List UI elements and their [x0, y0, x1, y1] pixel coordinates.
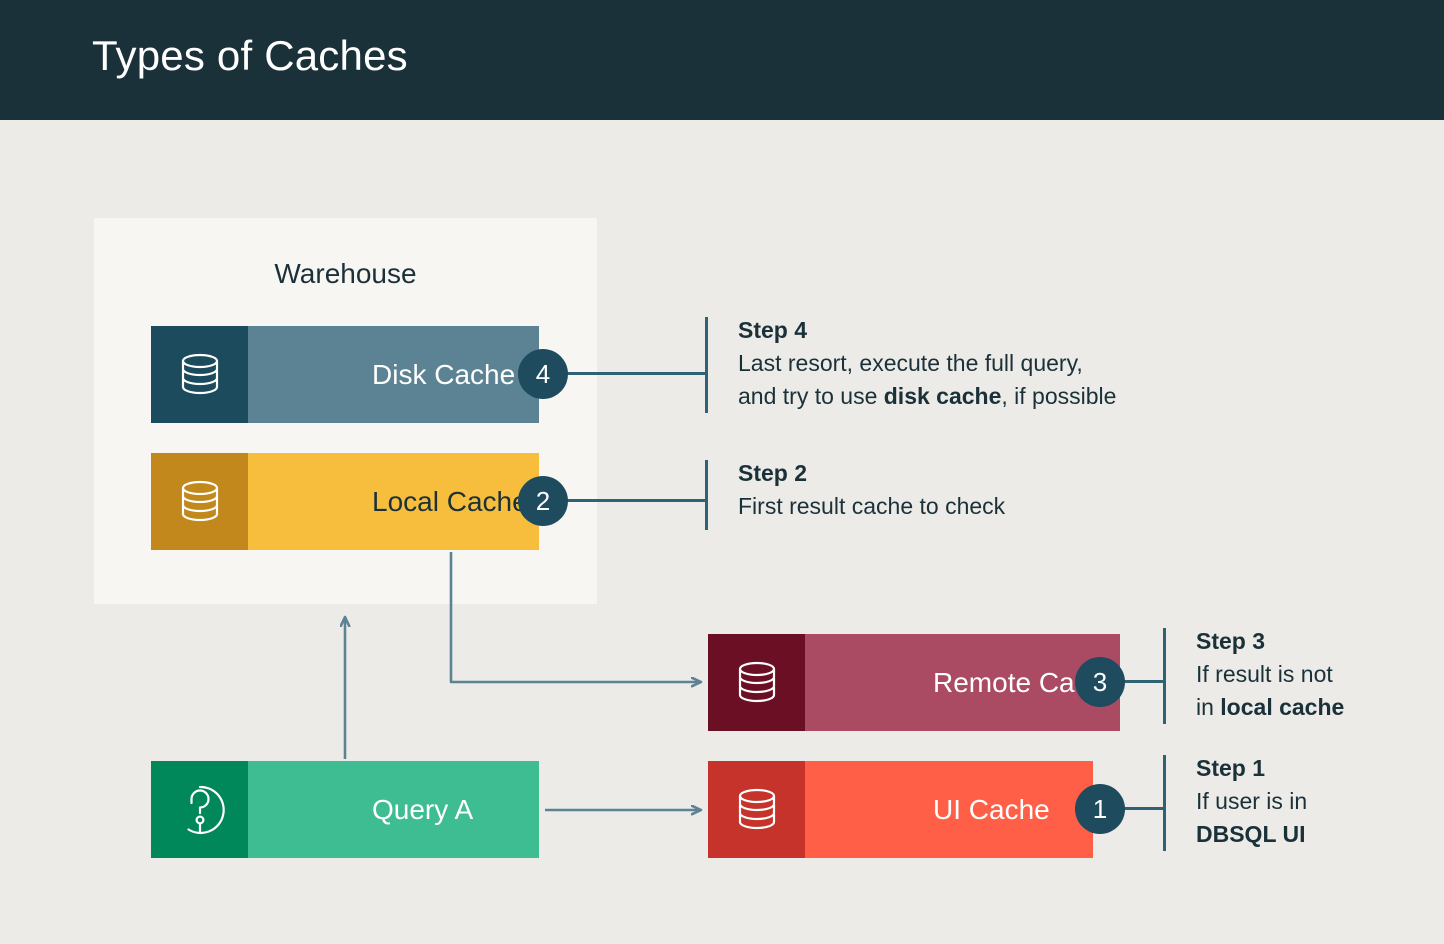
node-body: Remote Cache — [805, 634, 1120, 731]
database-icon — [708, 761, 805, 858]
node-remote-cache[interactable]: Remote Cache — [708, 634, 1120, 731]
question-mark-circle-icon — [151, 761, 248, 858]
step-line-1: Last resort, execute the full query, — [738, 347, 1116, 380]
page-header: Types of Caches — [0, 0, 1444, 120]
step-text-bold: disk cache — [883, 382, 1002, 409]
step-note-3: Step 3 If result is not in local cache — [1163, 628, 1344, 724]
step-line-1: If user is in — [1196, 785, 1307, 818]
node-body: UI Cache — [805, 761, 1093, 858]
step-text: Last resort, execute the full query, — [738, 350, 1083, 376]
step-line-2: DBSQL UI — [1196, 818, 1307, 851]
node-label: Disk Cache — [372, 358, 516, 390]
step-badge-2[interactable]: 2 — [518, 476, 568, 526]
leader-line-step-3 — [1123, 680, 1166, 683]
diagram-canvas: Warehouse Disk Cache — [0, 120, 1444, 944]
leader-line-step-1 — [1123, 807, 1166, 810]
step-title: Step 1 — [1196, 755, 1266, 781]
step-title: Step 3 — [1196, 628, 1266, 654]
node-body: Query A — [248, 761, 539, 858]
database-icon — [708, 634, 805, 731]
database-icon — [151, 326, 248, 423]
leader-line-step-4 — [566, 372, 708, 375]
node-label: Query A — [372, 793, 474, 825]
node-body: Local Cache — [248, 453, 539, 550]
node-ui-cache[interactable]: UI Cache — [708, 761, 1093, 858]
step-line-1: First result cache to check — [738, 490, 1005, 523]
step-text-bold: DBSQL UI — [1196, 820, 1306, 847]
step-text: and try to use — [738, 382, 884, 409]
step-line-1: If result is not — [1196, 658, 1344, 691]
step-text: If result is not — [1196, 661, 1333, 687]
database-icon — [151, 453, 248, 550]
step-text: If user is in — [1196, 788, 1308, 814]
leader-line-step-2 — [566, 499, 708, 502]
step-note-2: Step 2 First result cache to check — [705, 460, 1005, 530]
step-title: Step 2 — [738, 460, 808, 486]
step-line-2: and try to use disk cache, if possible — [738, 380, 1116, 413]
warehouse-label: Warehouse — [274, 258, 417, 289]
step-note-4: Step 4 Last resort, execute the full que… — [705, 317, 1116, 413]
step-badge-4[interactable]: 4 — [518, 349, 568, 399]
step-line-2: in local cache — [1196, 691, 1344, 724]
step-text-bold: local cache — [1220, 693, 1345, 720]
node-local-cache[interactable]: Local Cache — [151, 453, 539, 550]
step-title: Step 4 — [738, 317, 808, 343]
node-label: UI Cache — [933, 793, 1050, 825]
step-text: First result cache to check — [738, 493, 1006, 519]
node-query-a[interactable]: Query A — [151, 761, 539, 858]
node-disk-cache[interactable]: Disk Cache — [151, 326, 539, 423]
page-title: Types of Caches — [92, 32, 408, 79]
step-badge-3[interactable]: 3 — [1075, 657, 1125, 707]
node-label: Local Cache — [372, 485, 528, 517]
node-body: Disk Cache — [248, 326, 539, 423]
step-text: , if possible — [1001, 382, 1117, 409]
step-badge-1[interactable]: 1 — [1075, 784, 1125, 834]
step-note-1: Step 1 If user is in DBSQL UI — [1163, 755, 1307, 851]
step-text: in — [1196, 693, 1221, 720]
